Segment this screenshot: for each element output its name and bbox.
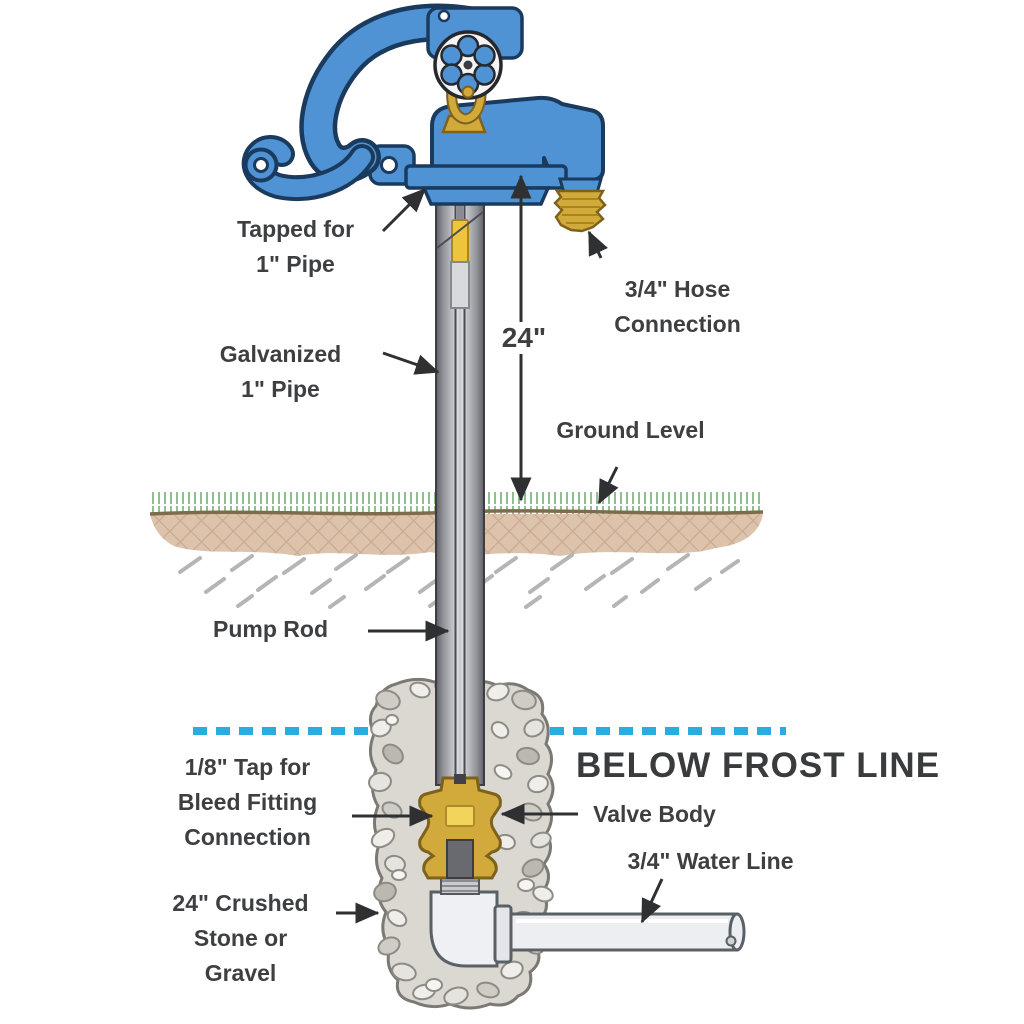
label-hose-connection: 3/4" Hose Connection — [614, 276, 741, 337]
standpipe — [435, 195, 485, 786]
label-below-frost-line: BELOW FROST LINE — [576, 746, 941, 785]
ground-level-leader — [597, 466, 619, 505]
water-line-graphic — [509, 912, 746, 952]
hose-leader — [587, 230, 608, 259]
label-bleed-fitting: 1/8" Tap for Bleed Fitting Connection — [177, 754, 318, 850]
tapped-leader — [381, 187, 427, 233]
label-water-line: 3/4" Water Line — [627, 848, 794, 874]
leader-lines — [336, 187, 664, 924]
label-pump-rod: Pump Rod — [213, 616, 328, 642]
label-bury-depth: 24" — [494, 322, 554, 354]
label-tapped-for-pipe: Tapped for 1" Pipe — [236, 216, 355, 277]
galvanized-leader — [382, 351, 440, 375]
label-galvanized-pipe: Galvanized 1" Pipe — [219, 341, 342, 402]
label-crushed-stone: 24" Crushed Stone or Gravel — [172, 890, 309, 986]
label-valve-body: Valve Body — [593, 801, 716, 827]
label-ground-level: Ground Level — [556, 417, 705, 443]
valve-body-graphic — [418, 774, 502, 880]
hydrant-head — [241, 3, 607, 233]
elbow-fitting — [429, 890, 513, 968]
hose-threads-brass — [553, 189, 607, 233]
adjustment-wheel — [433, 30, 503, 100]
ground — [149, 492, 764, 609]
rod-plunger — [450, 261, 470, 309]
water-line-leader — [640, 878, 664, 924]
